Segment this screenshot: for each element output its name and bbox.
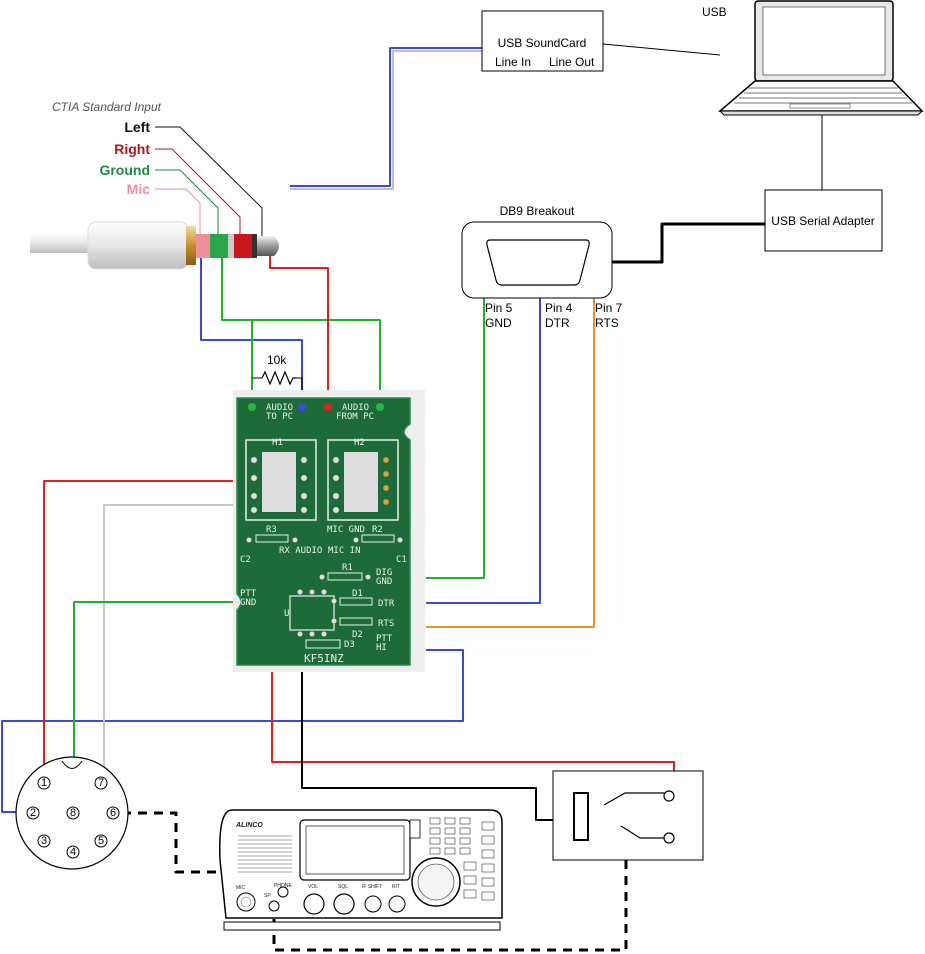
pcb-d3: D3 <box>344 640 355 650</box>
pcb-rx-audio: RX AUDIO <box>279 546 322 556</box>
db9-connector-icon <box>486 239 590 286</box>
jack-cable <box>30 233 100 253</box>
db9-rts-wire <box>426 298 595 628</box>
db9-pin5: Pin 5 <box>485 301 513 315</box>
radio-label-if-shift: IF SHIFT <box>362 884 382 890</box>
alinco-radio: ALINCO MIC PHONE VOL SQL IF SHIFT R <box>219 809 503 931</box>
pcb-r3: R3 <box>266 525 277 535</box>
soundcard-usb-cable <box>602 43 721 56</box>
usb-serial-adapter: USB Serial Adapter <box>764 189 883 252</box>
pcb-h2: H2 <box>354 438 365 448</box>
pcb-c2: C2 <box>240 555 251 565</box>
radio-brand: ALINCO <box>235 822 263 829</box>
radio-label-vol: VOL <box>308 884 318 890</box>
pcb-ptt-hi-2: HI <box>376 643 387 653</box>
soundcard-title: USB SoundCard <box>498 36 587 50</box>
soundcard-line-in: Line In <box>495 55 531 69</box>
usb-soundcard: USB SoundCard Line In Line Out <box>481 10 604 72</box>
relay-box <box>552 770 704 861</box>
ctia-title: CTIA Standard Input <box>52 100 162 114</box>
pcb-ptt-gnd: GND <box>240 598 256 608</box>
jack-body <box>87 221 189 270</box>
pcb-dig: DIG <box>376 568 392 578</box>
pcb-c1: C1 <box>396 555 407 565</box>
din-pin6-dashed <box>122 811 220 874</box>
resistor-label: 10k <box>267 353 287 367</box>
din-pin-4: 4 <box>70 846 76 858</box>
din-pin-3: 3 <box>41 835 47 847</box>
radio-label-sp: SP <box>264 893 271 899</box>
din-pin-5: 5 <box>98 835 104 847</box>
laptop-icon: USB <box>702 0 924 116</box>
din-pin-8: 8 <box>70 807 76 819</box>
pcb-d2: D2 <box>352 630 363 640</box>
db9-pin5-signal: GND <box>485 316 512 330</box>
soundcard-line-out: Line Out <box>549 55 595 69</box>
pcb-rts: RTS <box>378 619 394 629</box>
pcb-mic-in: MIC IN <box>328 546 361 556</box>
din-pin-2: 2 <box>30 807 36 819</box>
radio-label-sql: SQL <box>338 884 348 890</box>
db9-title: DB9 Breakout <box>500 204 575 218</box>
pcb-mic-gnd: MIC GND <box>327 525 365 535</box>
din-connector: 1 7 2 8 6 3 5 4 <box>15 756 129 870</box>
din-pin-1: 1 <box>41 777 47 789</box>
pcb-audio-from-pc-2: FROM PC <box>336 412 374 422</box>
ctia-ground-label: Ground <box>99 162 150 178</box>
jack-tip <box>257 236 279 256</box>
pcb-board: AUDIO TO PC AUDIO FROM PC H1 H2 R3 R2 MI… <box>233 390 425 672</box>
din-pin8-wire <box>73 601 234 805</box>
radio-phone-jack <box>277 886 289 898</box>
radio-if-shift-knob <box>364 895 382 913</box>
resistor-10k: 10k <box>261 353 296 386</box>
radio-label-phone: PHONE <box>274 883 292 889</box>
db9-gnd-wire <box>426 298 485 579</box>
relay-coil <box>573 792 589 841</box>
pcb-h1: H1 <box>272 438 283 448</box>
db9-pin7: Pin 7 <box>595 301 623 315</box>
ctia-left-label: Left <box>124 119 150 135</box>
ptt-hi-wire <box>1 649 464 813</box>
pcb-u: U <box>284 609 289 619</box>
pcb-audio-from-pc-1: AUDIO <box>342 403 369 413</box>
radio-rit-knob <box>388 895 406 913</box>
pcb-ptt: PTT <box>240 589 257 599</box>
radio-label-rit: RIT <box>392 884 400 890</box>
pcb-gnd: GND <box>376 577 392 587</box>
db9-pin4: Pin 4 <box>545 301 573 315</box>
pcb-d1: D1 <box>352 589 363 599</box>
pcb-dtr: DTR <box>378 599 395 609</box>
radio-sp-jack <box>268 900 280 912</box>
pcb-ptt-hi-1: PTT <box>376 634 393 644</box>
pcb-callsign: KF5INZ <box>304 652 344 665</box>
db9-cable <box>612 222 765 264</box>
ctia-right-label: Right <box>114 141 150 157</box>
radio-vol-knob <box>303 893 325 915</box>
radio-label-mic: MIC <box>236 885 246 891</box>
db9-dtr-wire <box>426 298 541 604</box>
pcb-r2: R2 <box>372 525 383 535</box>
pcb-audio-to-pc-2: TO PC <box>266 412 293 422</box>
din-pin-7: 7 <box>98 777 104 789</box>
db9-breakout: DB9 Breakout Pin 5 GND Pin 4 DTR Pin 7 R… <box>461 204 623 330</box>
db9-pin7-signal: RTS <box>595 316 619 330</box>
pcb-r1: R1 <box>342 563 353 573</box>
jack-right-wire <box>269 253 329 407</box>
ctia-mic-label: Mic <box>127 181 151 197</box>
serial-adapter-label: USB Serial Adapter <box>771 214 874 228</box>
jack-ground-wire <box>221 250 381 407</box>
laptop-usb-label: USB <box>702 5 727 19</box>
db9-pin4-signal: DTR <box>545 316 570 330</box>
din-pin-6: 6 <box>110 807 116 819</box>
ctia-jack: CTIA Standard Input Left Right Ground Mi… <box>30 100 279 270</box>
radio-sql-knob <box>333 893 355 915</box>
pcb-audio-to-pc-1: AUDIO <box>266 403 293 413</box>
soundcard-line-in-cable <box>290 47 482 187</box>
